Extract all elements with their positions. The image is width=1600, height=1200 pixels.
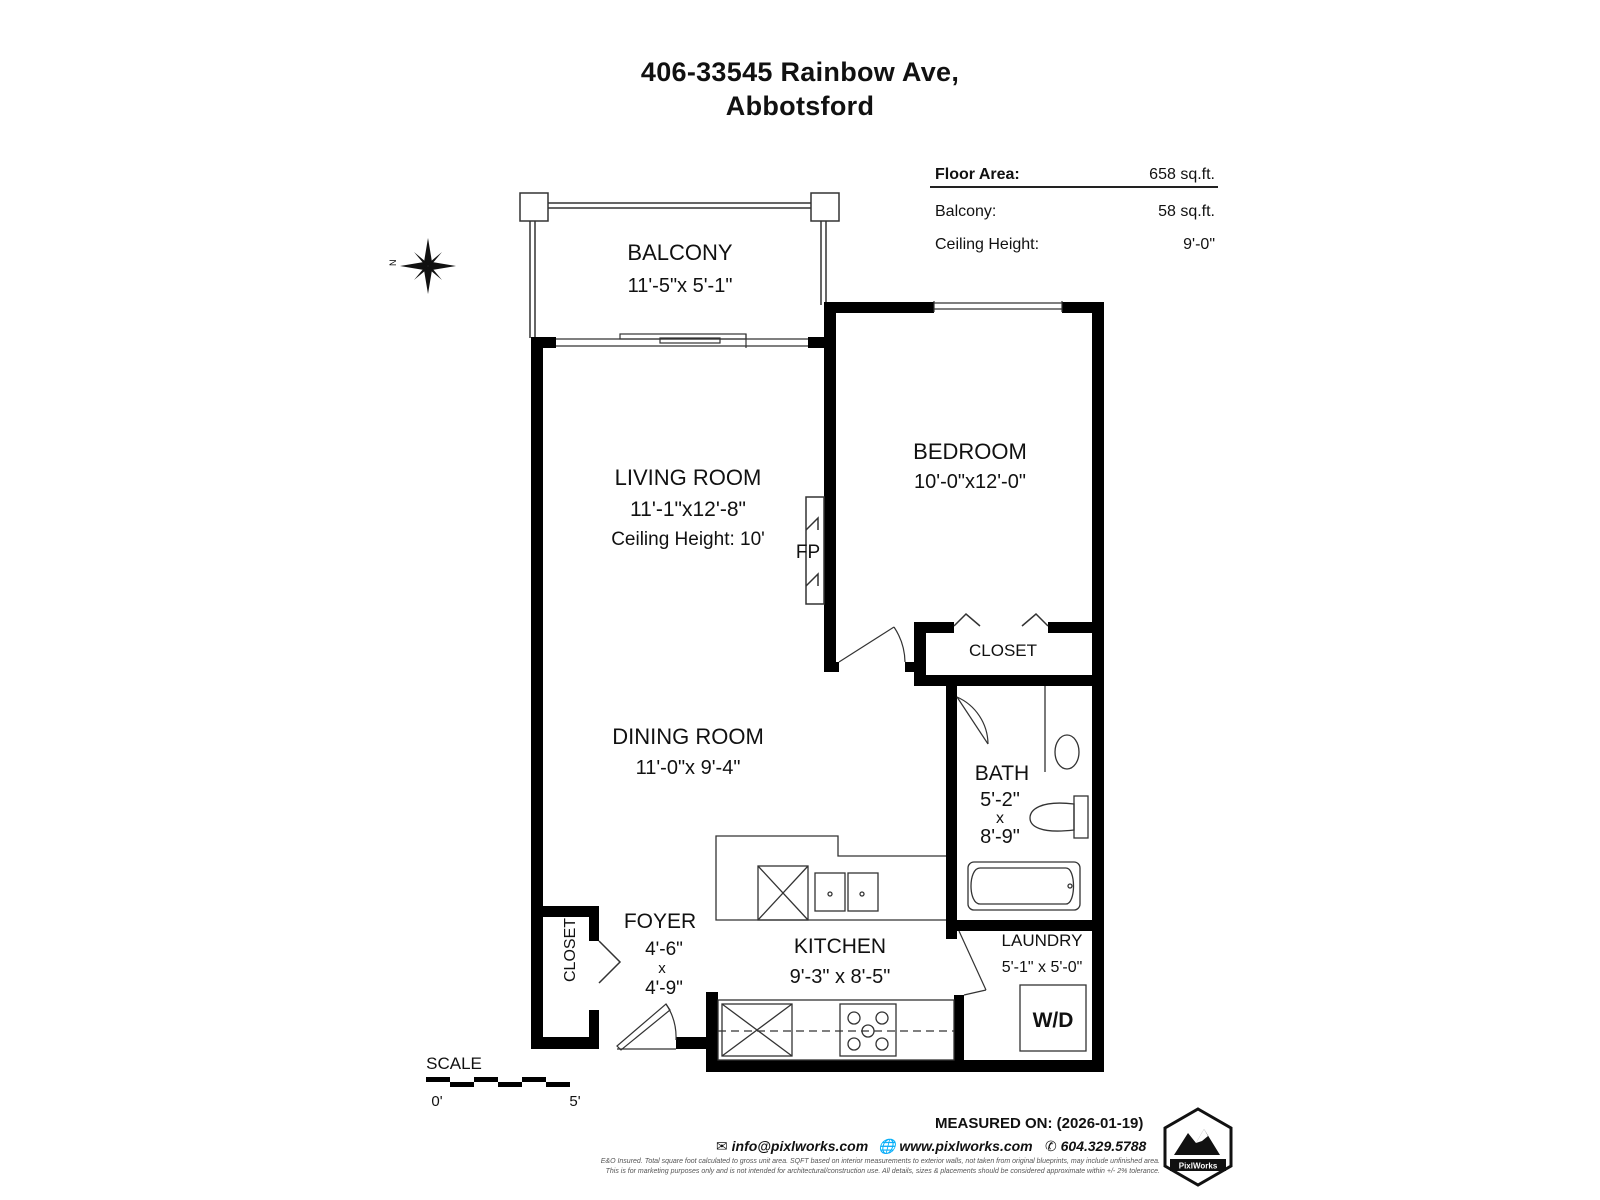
fireplace (805, 496, 825, 605)
email-icon: ✉ (716, 1138, 728, 1154)
bedroom-dims: 10'-0"x12'-0" (914, 471, 1026, 493)
balcony-area-label: Balcony: (935, 203, 997, 220)
bath-dim1: 5'-2" (980, 789, 1020, 811)
floor-area-value: 658 sq.ft. (1149, 166, 1215, 183)
scale-end: 5' (569, 1093, 580, 1110)
ceiling-height-label: Ceiling Height: (935, 236, 1040, 253)
pixlworks-logo: PixlWorks (1163, 1107, 1233, 1187)
washer-dryer-label: W/D (1033, 1009, 1074, 1032)
laundry-name: LAUNDRY (1002, 931, 1083, 950)
web-contact: 🌐 www.pixlworks.com (878, 1138, 1033, 1155)
scale-bar (426, 1077, 570, 1087)
exterior-walls (531, 302, 1104, 1072)
foyer-closet-door (598, 940, 622, 984)
phone-contact: ✆ 604.329.5788 (1045, 1138, 1146, 1155)
floor-area-label: Floor Area: (935, 166, 1020, 183)
living-room-note: Ceiling Height: 10' (611, 529, 765, 550)
foyer-closet-label: CLOSET (562, 918, 579, 982)
balcony-name: BALCONY (627, 240, 732, 265)
bath-name: BATH (975, 762, 1029, 785)
bedroom-closet-doors (953, 612, 1049, 627)
bath-fixtures (967, 686, 1089, 911)
kitchen-dims: 9'-3" x 8'-5" (790, 966, 891, 988)
foyer-dim1: 4'-6" (645, 939, 683, 960)
living-room-dims: 11'-1"x12'-8" (630, 498, 746, 521)
kitchen-island (715, 835, 946, 921)
kitchen-name: KITCHEN (794, 935, 886, 958)
dining-room-name: DINING ROOM (612, 724, 764, 749)
disclaimer-line1: E&O Insured. Total square foot calculate… (600, 1158, 1160, 1165)
foyer-name: FOYER (624, 910, 696, 933)
bath-door (956, 696, 989, 745)
globe-icon: 🌐 (878, 1138, 896, 1154)
balcony-dims: 11'-5"x 5'-1" (628, 275, 733, 297)
bath-dim2: 8'-9" (980, 826, 1020, 848)
web-text[interactable]: www.pixlworks.com (899, 1138, 1033, 1154)
stats-divider (930, 186, 1218, 188)
ceiling-height-value: 9'-0" (1183, 236, 1215, 253)
sliding-door (556, 333, 808, 348)
fireplace-label: FP (796, 542, 820, 563)
kitchen-counter (717, 999, 955, 1061)
scale-label: SCALE (426, 1054, 482, 1073)
laundry-door (958, 930, 987, 996)
bedroom-name: BEDROOM (913, 439, 1027, 464)
entry-door (616, 1003, 677, 1051)
bedroom-window (933, 301, 1063, 312)
dining-room-dims: 11'-0"x 9'-4" (636, 757, 741, 779)
measured-on: MEASURED ON: (2026-01-19) (935, 1115, 1144, 1132)
foyer-x: x (658, 960, 666, 977)
balcony-area-value: 58 sq.ft. (1158, 203, 1215, 220)
email-contact: ✉ info@pixlworks.com (716, 1138, 868, 1155)
north-arrow-icon: N (388, 238, 456, 294)
foyer-dim2: 4'-9" (645, 978, 683, 999)
bedroom-door (838, 626, 906, 663)
email-text[interactable]: info@pixlworks.com (731, 1138, 869, 1154)
property-address: 406-33545 Rainbow Ave, (640, 57, 960, 87)
laundry-dims: 5'-1" x 5'-0" (1002, 959, 1083, 976)
living-room-name: LIVING ROOM (615, 465, 762, 490)
washer-dryer (1019, 984, 1087, 1052)
phone-icon: ✆ (1045, 1138, 1057, 1154)
bedroom-closet-label: CLOSET (969, 641, 1037, 660)
scale-start: 0' (431, 1093, 442, 1110)
balcony-railing (519, 192, 840, 338)
logo-text: PixlWorks (1179, 1162, 1218, 1171)
disclaimer-line2: This is for marketing purposes only and … (605, 1168, 1160, 1175)
phone-text[interactable]: 604.329.5788 (1060, 1138, 1147, 1154)
property-city: Abbotsford (725, 91, 875, 121)
bath-x: x (996, 810, 1004, 827)
compass-letter: N (388, 260, 398, 267)
